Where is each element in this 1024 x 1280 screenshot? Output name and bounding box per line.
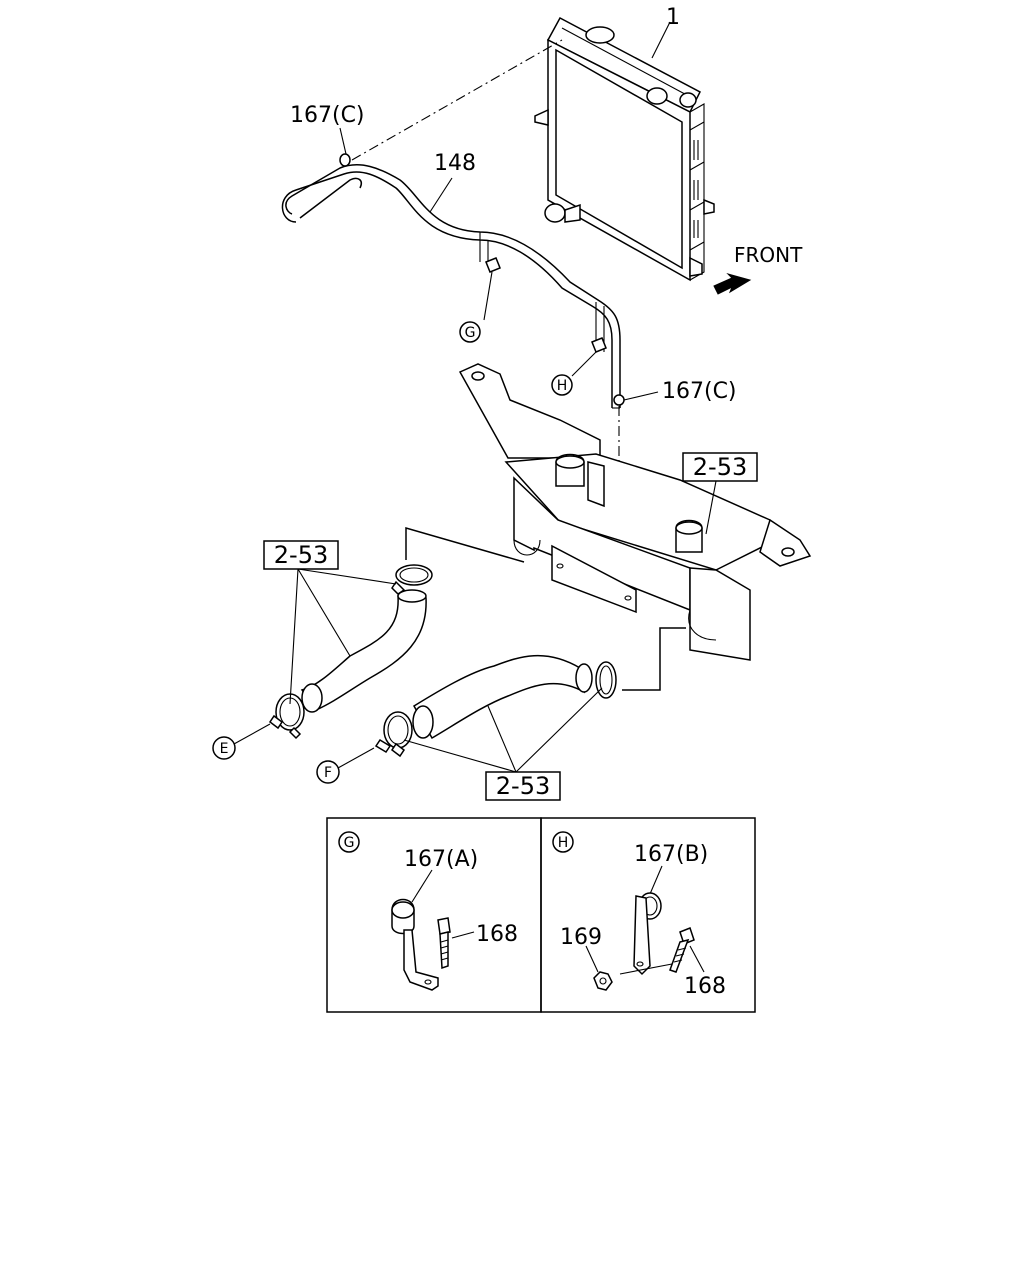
connection-line-left [405,527,525,563]
detail-h-clip-label: 167(B) [634,842,708,867]
overflow-hose-148 [281,164,621,409]
detail-g-bolt-label: 168 [476,922,518,947]
front-label: FRONT [734,243,803,267]
ref-box-bottom [485,771,561,801]
leader-callout-f [337,747,375,769]
callout-f-letter: F [324,765,332,781]
callout-f-circle [316,760,340,784]
callout-e-circle [212,736,236,760]
radiator-hose-upper [268,564,433,740]
hose-clamp-lower-left [374,711,413,758]
ref-top-right: 2-53 [693,453,747,481]
detail-g-circle [338,831,360,853]
label-hose-148: 148 [434,151,476,176]
bolt-h-illustration [571,337,607,377]
ref-box-top-right [682,452,758,482]
crossmember-illustration [458,363,812,661]
leader-ref-top-right [705,480,717,535]
bolt-168-h-illustration [619,927,695,975]
radiator-illustration [534,16,715,282]
leader-radiator [651,21,671,59]
callout-h-letter: H [557,378,568,394]
detail-g-letter: G [344,835,355,851]
label-radiator: 1 [666,5,680,30]
detail-h-bolt-label: 168 [684,974,726,999]
clip-167c-top [339,127,351,167]
clip-167b-illustration [633,892,662,976]
hose-routing-line [351,39,563,161]
bolt-168-g-illustration [437,917,451,970]
ref-bottom: 2-53 [496,772,550,800]
callout-e-letter: E [220,741,229,757]
leader-ref-left [289,568,397,705]
detail-h-nut-label: 169 [560,925,602,950]
connection-line-right [622,627,686,691]
callout-g-circle [459,321,481,343]
leader-callout-e [233,723,271,745]
radiator-hose-lower [374,655,617,758]
detail-h-circle [552,831,574,853]
nut-169-illustration [593,971,613,991]
label-clip-167c-mid: 167(C) [662,379,737,404]
callout-g-letter: G [465,325,476,341]
leader-ref-bottom [403,687,603,773]
hose-clamp-upper-bottom [268,693,305,740]
hose-clamp-lower-right [595,661,617,699]
detail-h-letter: H [558,835,569,851]
detail-box-g: G 167(A) 168 [326,817,542,1013]
hose-clamp-upper-top [391,564,433,595]
bolt-g-illustration [483,257,501,321]
front-arrow-icon [713,273,752,295]
label-clip-167c-top: 167(C) [290,103,365,128]
ref-left: 2-53 [274,541,328,569]
detail-g-clip-label: 167(A) [404,847,478,872]
detail-box-h: H 167(B) 169 168 [540,817,756,1013]
clip-167a-illustration [391,898,439,991]
callout-h-circle [551,374,573,396]
leader-hose-148 [429,177,453,213]
